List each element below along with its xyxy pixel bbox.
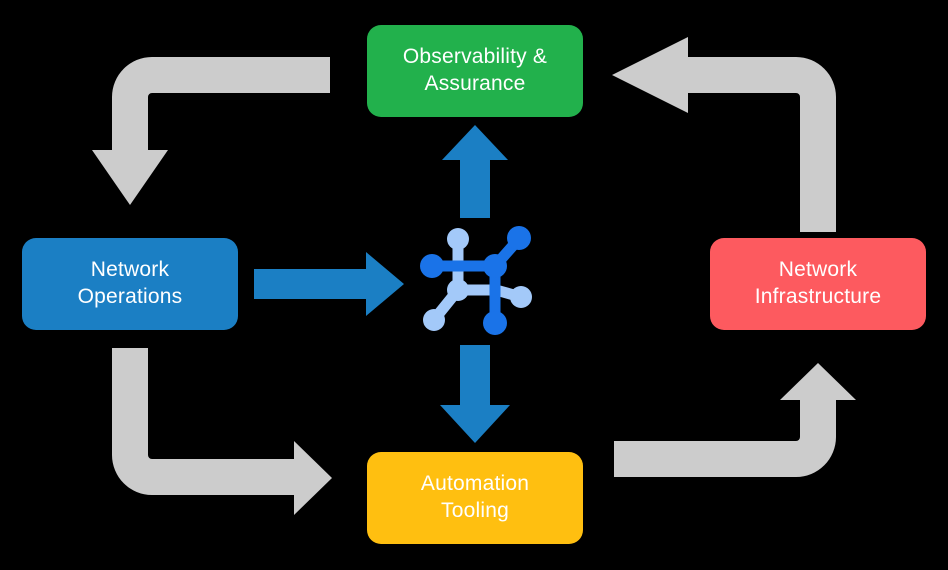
connector-center-to-automation	[440, 345, 510, 443]
node-network-operations-label: Network Operations	[77, 258, 183, 308]
node-observability-label: Observability & Assurance	[402, 45, 548, 95]
node-network-infrastructure-label: Network Infrastructure	[754, 258, 882, 308]
node-automation-tooling-label: Automation Tooling	[420, 472, 530, 522]
connector-infrastructure-to-observability	[612, 37, 836, 232]
node-automation-tooling[interactable]: Automation Tooling	[367, 452, 583, 544]
connector-operations-to-center	[254, 252, 404, 316]
node-network-operations[interactable]: Network Operations	[22, 238, 238, 330]
connector-automation-to-infrastructure	[614, 363, 856, 477]
connector-operations-to-automation	[112, 348, 332, 515]
node-network-infrastructure[interactable]: Network Infrastructure	[710, 238, 926, 330]
network-topology-icon	[420, 226, 532, 335]
node-observability-assurance[interactable]: Observability & Assurance	[367, 25, 583, 117]
connector-center-to-observability	[442, 125, 508, 218]
connector-observability-to-operations	[92, 57, 330, 205]
